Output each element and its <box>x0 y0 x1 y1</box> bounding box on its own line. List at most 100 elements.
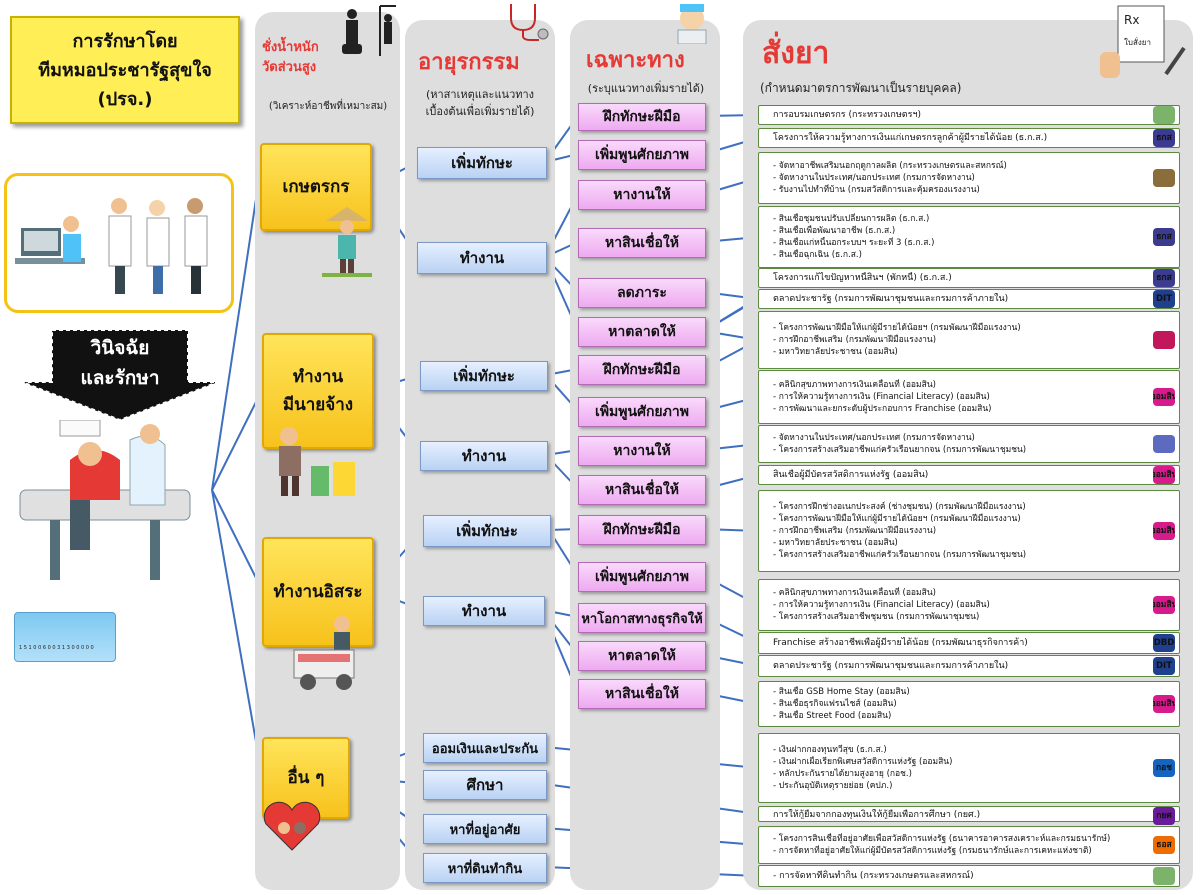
cause-add-skill[interactable]: เพิ่มทักษะ <box>423 515 551 547</box>
spec-find-market[interactable]: หาตลาดให้ <box>578 641 706 671</box>
farmer-icon <box>322 207 372 277</box>
spec-capacity[interactable]: เพิ่มพูนศักยภาพ <box>578 140 706 170</box>
prescription-item[interactable]: - สินเชื่อชุมชนปรับเปลี่ยนการผลิต (ธ.ก.ส… <box>758 206 1180 268</box>
spec-skill-training[interactable]: ฝึกทักษะฝีมือ <box>578 515 706 545</box>
prescription-item[interactable]: - โครงการฝึกช่างอเนกประสงค์ (ช่างชุมชน) … <box>758 490 1180 572</box>
cause-education[interactable]: ศึกษา <box>423 770 547 800</box>
prescription-item[interactable]: ตลาดประชารัฐ (กรมการพัฒนาชุมชนและกรมการค… <box>758 655 1180 677</box>
col1-title: ชั่งน้ำหนัก วัดส่วนสูง <box>262 40 319 75</box>
stethoscope-icon <box>510 4 549 41</box>
prescription-line: - จัดหางานในประเทศ/นอกประเทศ (กรมการจัดห… <box>773 433 975 443</box>
connector-line <box>211 489 263 591</box>
prescription-line: - หลักประกันรายได้ยามสูงอายุ (กอช.) <box>773 769 912 779</box>
cause-work[interactable]: ทำงาน <box>423 596 545 626</box>
prescription-line: - โครงการสินเชื่อที่อยู่อาศัยเพื่อสวัสดิ… <box>773 834 1111 844</box>
prescription-item[interactable]: สินเชื่อผู้มีบัตรสวัสดิการแห่งรัฐ (ออมสิ… <box>758 465 1180 485</box>
prescription-line: - คลินิกสุขภาพทางการเงินเคลื่อนที่ (ออมส… <box>773 380 936 390</box>
prescription-line: - มหาวิทยาลัยประชาชน (ออมสิน) <box>773 347 898 357</box>
prescription-item[interactable]: - สินเชื่อ GSB Home Stay (ออมสิน)- สินเช… <box>758 681 1180 727</box>
prescription-item[interactable]: - โครงการสินเชื่อที่อยู่อาศัยเพื่อสวัสดิ… <box>758 826 1180 864</box>
doctor-team-illustration <box>4 173 234 313</box>
spec-reduce-burden[interactable]: ลดภาระ <box>578 278 706 308</box>
prescription-item[interactable]: Franchise สร้างอาชีพเพื่อผู้มีรายได้น้อย… <box>758 632 1180 654</box>
doctor-icon <box>677 4 707 44</box>
spec-capacity[interactable]: เพิ่มพูนศักยภาพ <box>578 562 706 592</box>
prescription-item[interactable]: - การจัดหาที่ดินทำกิน (กระทรวงเกษตรและสห… <box>758 865 1180 887</box>
spec-skill-training[interactable]: ฝึกทักษะฝีมือ <box>578 355 706 385</box>
col2-subtitle: (หาสาเหตุและแนวทาง เบื้องต้นเพื่อเพิ่มรา… <box>425 88 535 118</box>
spec-find-job[interactable]: หางานให้ <box>578 436 706 466</box>
prescription-item[interactable]: - คลินิกสุขภาพทางการเงินเคลื่อนที่ (ออมส… <box>758 370 1180 424</box>
prescription-line: โครงการให้ความรู้ทางการเงินแก่เกษตรกรลูก… <box>773 133 1048 143</box>
prescription-line: - สินเชื่อ Street Food (ออมสิน) <box>773 711 892 721</box>
prescription-line: การอบรมเกษตรกร (กระทรวงเกษตรฯ) <box>773 110 922 120</box>
welfare-card-icon: 1 5 1 0 0 6 0 0 3 1 3 0 0 0 0 0 <box>14 612 116 662</box>
agency-logo-icon: กอช <box>1153 759 1175 777</box>
agency-logo-icon: ธกส <box>1153 228 1175 246</box>
col4-title: สั่งยา <box>762 36 830 71</box>
title-text: การรักษาโดย ทีมหมอประชารัฐสุขใจ (ปรจ.) <box>38 30 212 110</box>
category-farmer[interactable]: เกษตรกร <box>260 143 372 231</box>
title-box: การรักษาโดย ทีมหมอประชารัฐสุขใจ (ปรจ.) <box>10 16 240 124</box>
prescription-item[interactable]: การอบรมเกษตรกร (กระทรวงเกษตรฯ) <box>758 105 1180 125</box>
cause-farmland[interactable]: หาที่ดินทำกิน <box>423 853 547 883</box>
welfare-card-number: 1 5 1 0 0 6 0 0 3 1 3 0 0 0 0 0 <box>19 645 94 651</box>
prescription-line: - การจัดหาที่อยู่อาศัยให้แก่ผู้มีบัตรสวั… <box>773 846 1092 856</box>
cause-add-skill[interactable]: เพิ่มทักษะ <box>417 147 547 179</box>
agency-logo-icon: DIT <box>1153 290 1175 308</box>
spec-find-credit[interactable]: หาสินเชื่อให้ <box>578 228 706 258</box>
prescription-item[interactable]: - โครงการพัฒนาฝีมือให้แก่ผู้มีรายได้น้อย… <box>758 311 1180 369</box>
spec-skill-training[interactable]: ฝึกทักษะฝีมือ <box>578 103 706 131</box>
agency-logo-icon: ออมสิน <box>1153 466 1175 484</box>
agency-logo-icon: ธกส <box>1153 269 1175 287</box>
cause-add-skill[interactable]: เพิ่มทักษะ <box>420 361 548 391</box>
agency-logo-icon: ธกส <box>1153 129 1175 147</box>
cause-housing[interactable]: หาที่อยู่อาศัย <box>423 814 547 844</box>
prescription-item[interactable]: ตลาดประชารัฐ (กรมการพัฒนาชุมชนและกรมการค… <box>758 289 1180 309</box>
col3-title: เฉพาะทาง <box>586 48 685 73</box>
category-employed[interactable]: ทำงาน มีนายจ้าง <box>262 333 374 449</box>
prescription-line: โครงการแก้ไขปัญหาหนี้สินฯ (พักหนี้) (ธ.ก… <box>773 273 952 283</box>
category-self-employed[interactable]: ทำงานอิสระ <box>262 537 374 647</box>
prescription-line: - มหาวิทยาลัยประชาชน (ออมสิน) <box>773 538 898 548</box>
prescription-item[interactable]: โครงการให้ความรู้ทางการเงินแก่เกษตรกรลูก… <box>758 128 1180 148</box>
cause-savings-insurance[interactable]: ออมเงินและประกัน <box>423 733 547 763</box>
spec-find-job[interactable]: หางานให้ <box>578 180 706 210</box>
spec-capacity[interactable]: เพิ่มพูนศักยภาพ <box>578 397 706 427</box>
prescription-line: - โครงการพัฒนาฝีมือให้แก่ผู้มีรายได้น้อย… <box>773 323 1021 333</box>
prescription-item[interactable]: การให้กู้ยืมจากกองทุนเงินให้กู้ยืมเพื่อก… <box>758 806 1180 825</box>
prescription-line: - การฝึกอาชีพเสริม (กรมพัฒนาฝีมือแรงงาน) <box>773 526 937 536</box>
cause-work[interactable]: ทำงาน <box>417 242 547 274</box>
worker-icon <box>279 427 355 496</box>
col2-title: อายุรกรรม <box>418 50 520 75</box>
prescription-line: - โครงการสร้างเสริมอาชีพแก่ครัวเรือนยากจ… <box>773 445 1027 455</box>
agency-logo-icon: กยศ <box>1153 807 1175 825</box>
prescription-item[interactable]: โครงการแก้ไขปัญหาหนี้สินฯ (พักหนี้) (ธ.ก… <box>758 268 1180 288</box>
prescription-line: - รับงานไปทำที่บ้าน (กรมสวัสดิการและคุ้ม… <box>773 185 980 195</box>
prescription-line: Franchise สร้างอาชีพเพื่อผู้มีรายได้น้อย… <box>773 638 1028 648</box>
agency-logo-icon: DIT <box>1153 657 1175 675</box>
doctor-team-icon <box>15 198 208 294</box>
heart-hands-icon <box>263 801 321 851</box>
prescription-item[interactable]: - จัดหางานในประเทศ/นอกประเทศ (กรมการจัดห… <box>758 425 1180 463</box>
spec-find-credit[interactable]: หาสินเชื่อให้ <box>578 679 706 709</box>
prescription-line: - ประกันอุบัติเหตุรายย่อย (คปภ.) <box>773 781 893 791</box>
spec-find-credit[interactable]: หาสินเชื่อให้ <box>578 475 706 505</box>
agency-logo-icon: ออมสิน <box>1153 522 1175 540</box>
prescription-line: - สินเชื่อเพื่อพัฒนาอาชีพ (ธ.ก.ส.) <box>773 226 896 236</box>
prescription-item[interactable]: - จัดหาอาชีพเสริมนอกฤดูกาลผลิต (กระทรวงเ… <box>758 152 1180 204</box>
patient-exam-illustration <box>19 420 191 580</box>
cause-work[interactable]: ทำงาน <box>420 441 548 471</box>
agency-logo-icon <box>1153 169 1175 187</box>
prescription-item[interactable]: - คลินิกสุขภาพทางการเงินเคลื่อนที่ (ออมส… <box>758 579 1180 631</box>
prescription-line: - เงินฝากเผื่อเรียกพิเศษสวัสดิการแห่งรัฐ… <box>773 757 953 767</box>
agency-logo-icon <box>1153 106 1175 124</box>
prescription-line: - คลินิกสุขภาพทางการเงินเคลื่อนที่ (ออมส… <box>773 588 936 598</box>
prescription-item[interactable]: - เงินฝากกองทุนทวีสุข (ธ.ก.ส.)- เงินฝากเ… <box>758 733 1180 803</box>
prescription-line: - การให้ความรู้ทางการเงิน (Financial Lit… <box>773 600 990 610</box>
spec-business-opportunity[interactable]: หาโอกาสทางธุรกิจให้ <box>578 603 706 633</box>
agency-logo-icon: ธอส <box>1153 836 1175 854</box>
agency-logo-icon: ออมสิน <box>1153 695 1175 713</box>
spec-find-market[interactable]: หาตลาดให้ <box>578 317 706 347</box>
prescription-line: - การจัดหาที่ดินทำกิน (กระทรวงเกษตรและสห… <box>773 871 974 881</box>
